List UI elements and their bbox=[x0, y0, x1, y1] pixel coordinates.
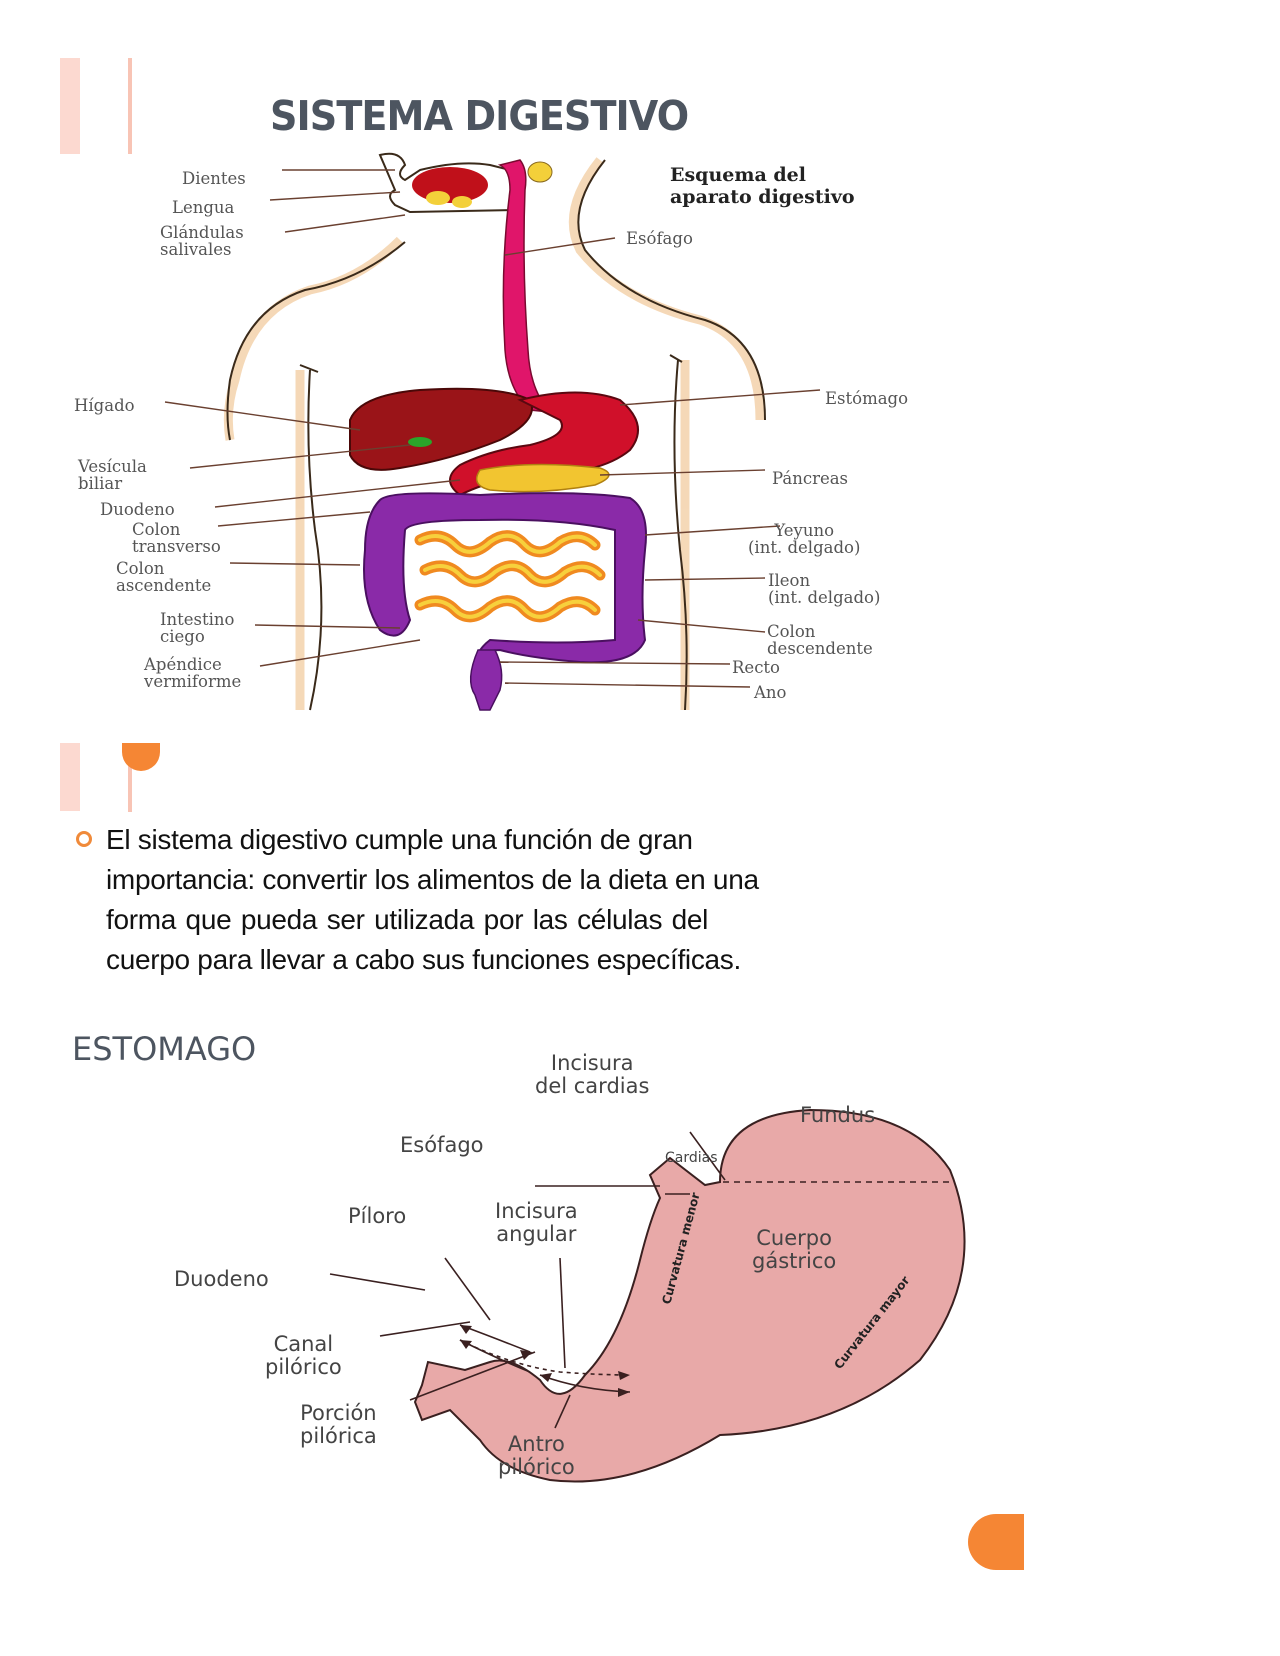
digestive-illustration bbox=[164, 152, 821, 711]
decorative-bar-thin-2 bbox=[128, 760, 132, 812]
label-colon-descendente: Colon descendente bbox=[767, 622, 873, 658]
label-intestino-ciego: Intestino ciego bbox=[160, 610, 235, 646]
label-piloro: Píloro bbox=[348, 1204, 407, 1228]
label-ileon: Ileon (int. delgado) bbox=[768, 571, 881, 607]
label-incisura-cardias: Incisura del cardias bbox=[535, 1051, 650, 1098]
decorative-bar-left bbox=[60, 58, 80, 154]
label-colon-ascendente: Colon ascendente bbox=[116, 559, 212, 595]
label-colon-transverso: Colon transverso bbox=[132, 520, 221, 556]
label-yeyuno: Yeyuno (int. delgado) bbox=[748, 521, 861, 557]
label-dientes: Dientes bbox=[182, 169, 246, 188]
label-cardias: Cardias bbox=[665, 1150, 718, 1166]
decorative-bar-left-2 bbox=[60, 743, 80, 811]
label-duodeno: Duodeno bbox=[100, 500, 175, 519]
label-recto: Recto bbox=[732, 658, 780, 677]
orange-circle-accent-bottom bbox=[968, 1514, 1024, 1570]
bullet-circle-icon bbox=[76, 831, 92, 847]
label-estomago: Estómago bbox=[825, 389, 909, 408]
label-vesicula-biliar: Vesícula biliar bbox=[78, 457, 147, 493]
label-higado: Hígado bbox=[74, 396, 135, 415]
decorative-bar-thin bbox=[128, 58, 132, 154]
label-ano: Ano bbox=[754, 683, 787, 702]
label-porcion-pilorica: Porción pilórica bbox=[300, 1401, 377, 1448]
paragraph-text: El sistema digestivo cumple una función … bbox=[106, 824, 759, 975]
label-esofago-stomach: Esófago bbox=[400, 1133, 484, 1157]
section-title-estomago: ESTOMAGO bbox=[72, 1030, 257, 1068]
label-pancreas: Páncreas bbox=[772, 469, 849, 488]
label-esofago: Esófago bbox=[626, 229, 693, 248]
page-title: SISTEMA DIGESTIVO bbox=[270, 92, 689, 140]
label-glandulas-salivales: Glándulas salivales bbox=[160, 223, 244, 259]
label-duodeno-stomach: Duodeno bbox=[174, 1267, 269, 1291]
digestive-system-diagram: Esquema del aparato digestivo Dientes Le… bbox=[60, 150, 1000, 745]
label-lengua: Lengua bbox=[172, 198, 235, 217]
label-fundus: Fundus bbox=[800, 1103, 876, 1127]
diagram-heading: Esquema del aparato digestivo bbox=[670, 164, 855, 208]
label-cuerpo-gastrico: Cuerpo gástrico bbox=[752, 1226, 837, 1273]
stomach-illustration: Curvatura menor Curvatura mayor bbox=[329, 1108, 966, 1483]
label-antro-pilorico: Antro pilórico bbox=[498, 1432, 575, 1479]
label-canal-pilorico: Canal pilórico bbox=[265, 1332, 342, 1379]
stomach-diagram: Curvatura menor Curvatura mayor Incisura… bbox=[160, 1052, 1040, 1560]
label-apendice-vermiforme: Apéndice vermiforme bbox=[144, 655, 242, 691]
label-incisura-angular: Incisura angular bbox=[495, 1199, 578, 1246]
